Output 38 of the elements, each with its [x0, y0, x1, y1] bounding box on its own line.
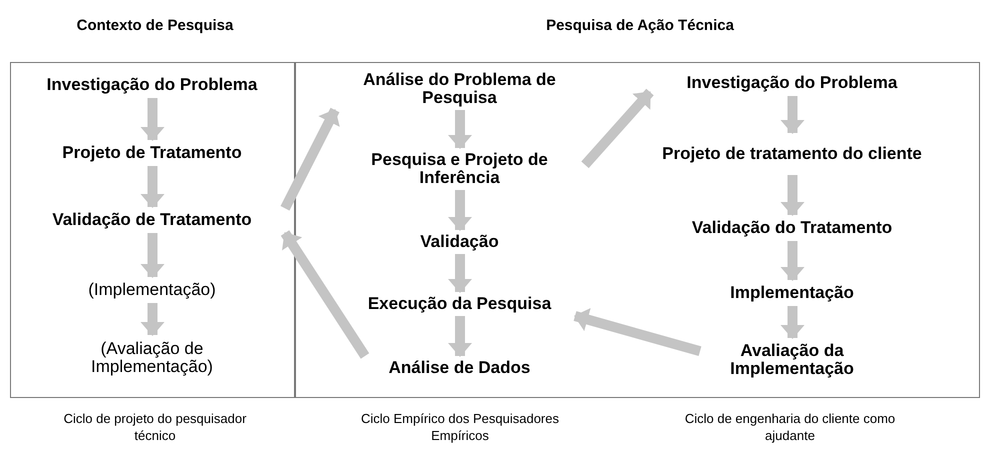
step-text: Implementação — [680, 280, 904, 306]
step-text: Análise de Dados — [364, 356, 554, 380]
block-arrow — [140, 166, 164, 208]
block-arrow — [780, 96, 804, 134]
section-heading: Pesquisa de Ação Técnica — [545, 16, 735, 36]
step-text: Avaliação da Implementação — [700, 338, 884, 382]
step-text: (Implementação) — [40, 276, 264, 302]
section-heading: Contexto de Pesquisa — [76, 16, 234, 36]
block-arrow — [448, 110, 472, 149]
block-arrow — [140, 98, 164, 141]
step-text: (Avaliação de Implementação) — [40, 334, 264, 380]
step-text: Execução da Pesquisa — [344, 292, 574, 316]
block-arrow — [780, 306, 804, 339]
block-arrow — [280, 108, 340, 211]
block-arrow — [780, 175, 804, 216]
step-text: Projeto de tratamento do cliente — [650, 132, 934, 174]
block-arrow — [448, 254, 472, 293]
cycle-caption: Ciclo de projeto do pesquisador técnico — [62, 411, 248, 445]
step-text: Validação — [400, 230, 520, 254]
step-text: Pesquisa e Projeto de Inferência — [334, 148, 584, 190]
block-arrow — [140, 233, 164, 278]
block-arrow — [448, 316, 472, 357]
step-text: Projeto de Tratamento — [30, 140, 274, 166]
block-arrow — [780, 241, 804, 281]
step-text: Análise do Problema de Pesquisa — [334, 68, 584, 110]
step-text: Investigação do Problema — [20, 72, 284, 98]
block-arrow — [574, 308, 702, 356]
cycle-caption: Ciclo de engenharia do cliente como ajudante — [684, 411, 896, 445]
step-text: Validação de Tratamento — [20, 206, 284, 232]
block-arrow — [581, 88, 654, 168]
step-text: Validação do Tratamento — [650, 214, 934, 240]
block-arrow — [280, 230, 370, 359]
cycle-caption: Ciclo Empírico dos Pesquisadores Empíricos — [360, 411, 560, 445]
panel-frame — [10, 62, 295, 398]
panel-frame — [295, 62, 980, 398]
block-arrow — [140, 303, 164, 336]
step-text: Investigação do Problema — [650, 70, 934, 96]
block-arrow — [448, 190, 472, 231]
